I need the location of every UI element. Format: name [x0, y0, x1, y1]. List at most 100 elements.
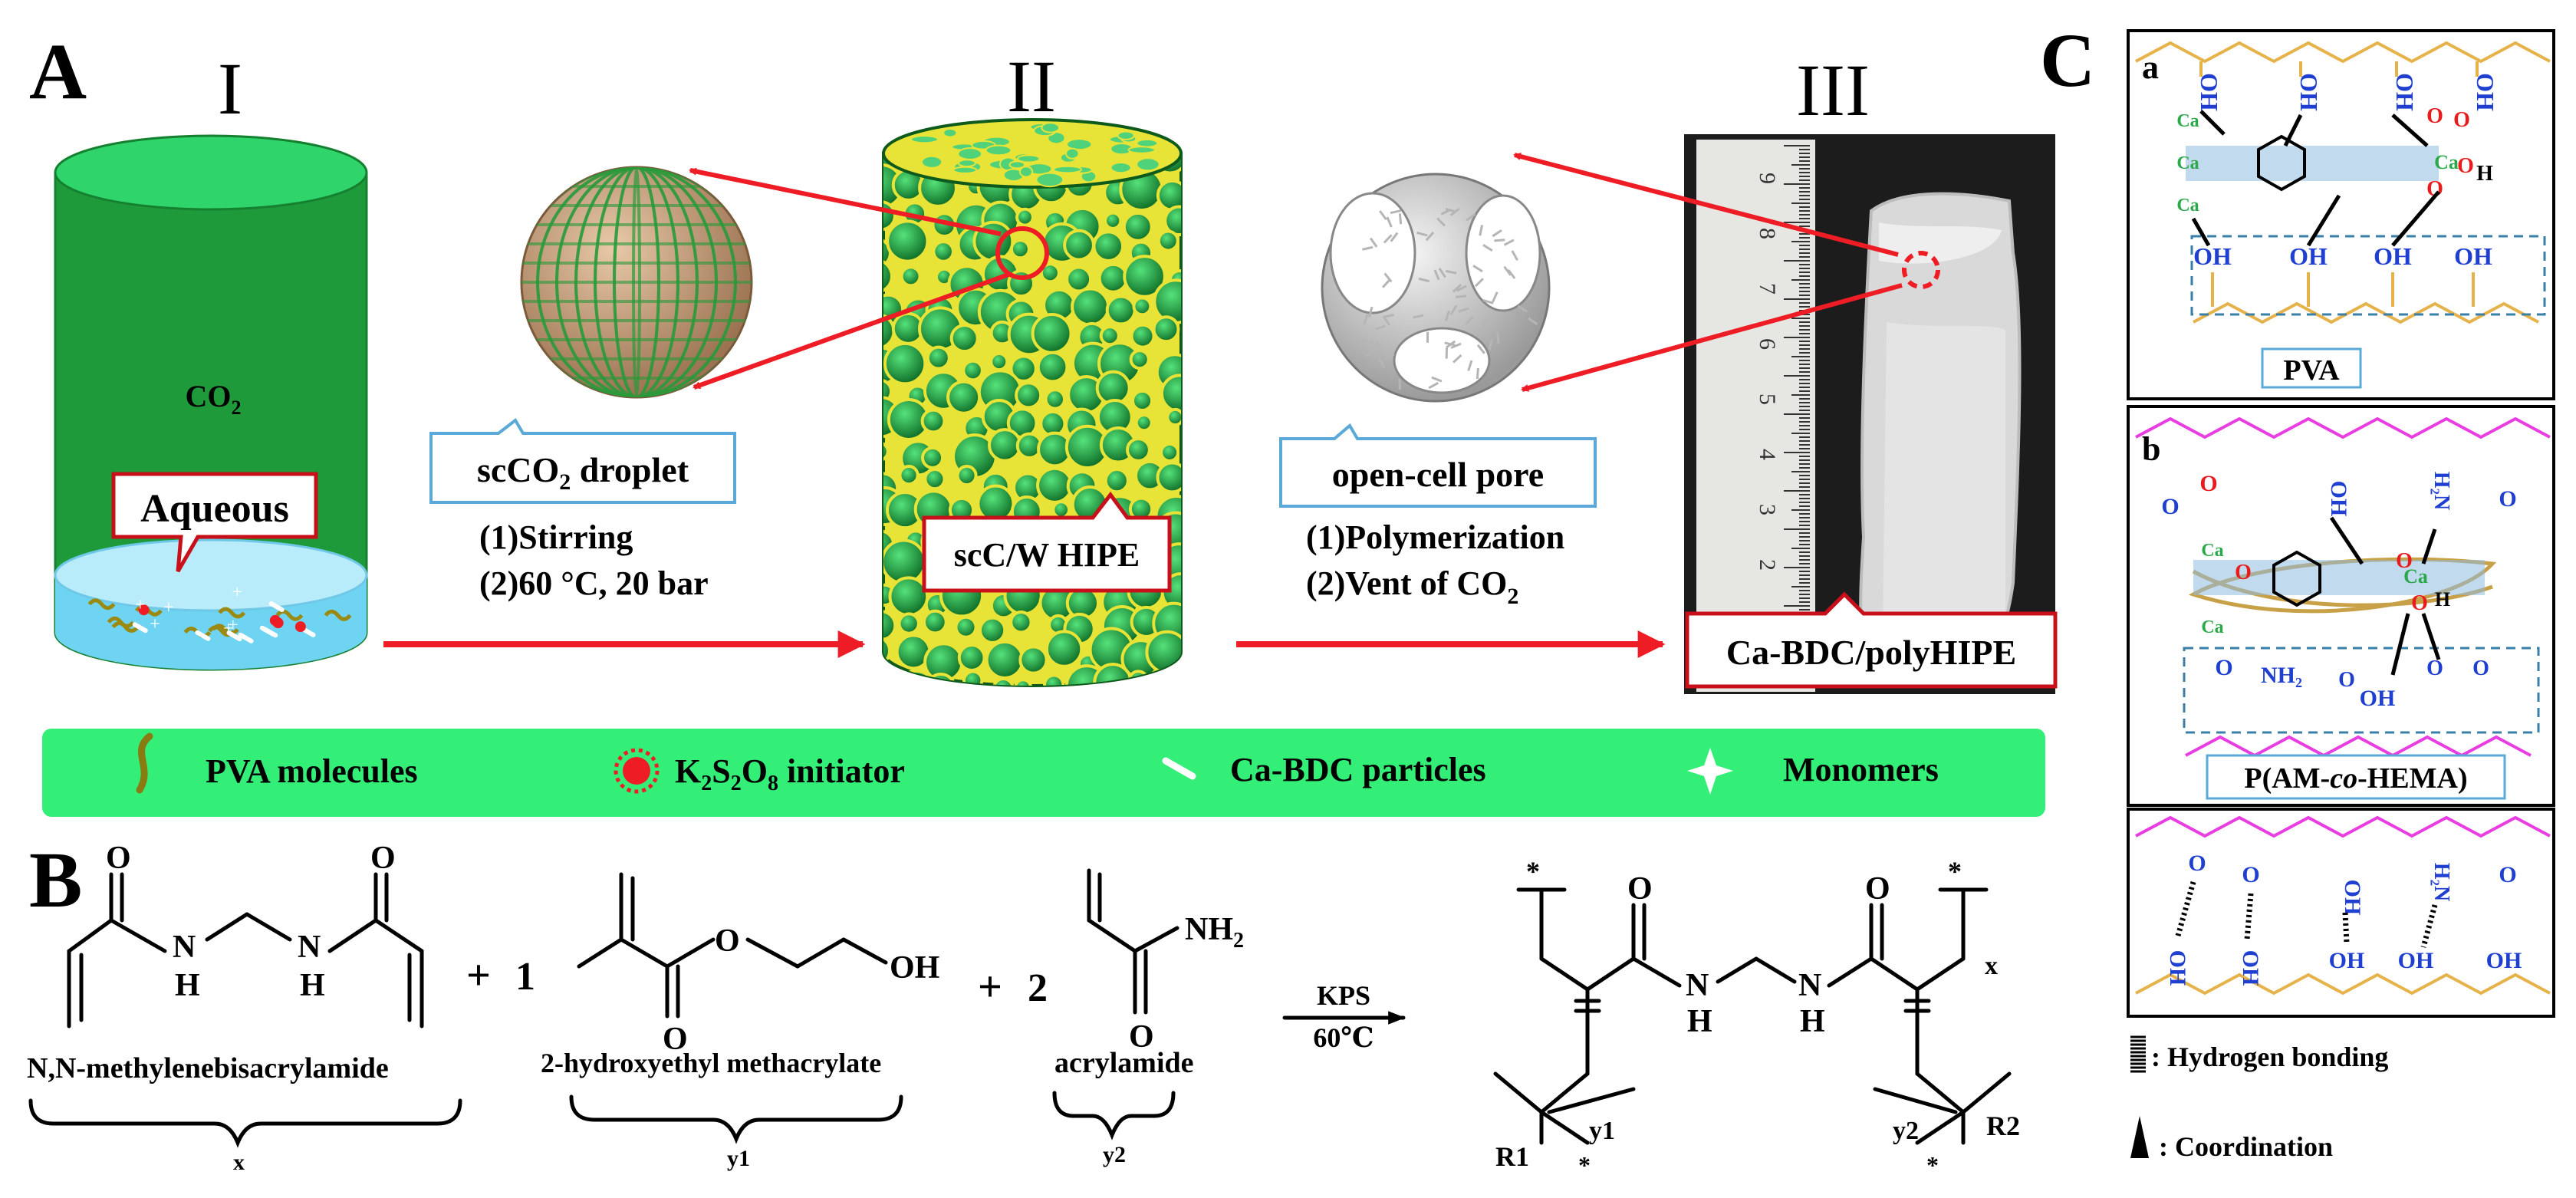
svg-text:O: O [663, 1022, 688, 1057]
hipe-label: scC/W HIPE [954, 536, 1140, 574]
am-name: acrylamide [1054, 1047, 1194, 1079]
svg-text:H: H [1687, 1004, 1712, 1039]
legend-pva: PVA molecules [206, 752, 418, 790]
pore-callout: open-cell pore [1279, 423, 1597, 508]
hema-name: 2-hydroxyethyl methacrylate [541, 1048, 881, 1078]
svg-text:O: O [2396, 549, 2413, 573]
svg-text:H: H [1800, 1004, 1825, 1039]
reagent-label: KPS [1317, 980, 1370, 1011]
legend-monomers: Monomers [1783, 751, 1939, 788]
svg-text:O: O [370, 841, 396, 876]
panel-a-label: A [29, 28, 87, 116]
svg-text:OH: OH [2391, 73, 2419, 111]
product-photo: 987654321 [1684, 134, 2055, 694]
svg-text:OH: OH [2360, 686, 2396, 711]
pore-surface-texture [1357, 207, 1538, 390]
open-cell-pore-sphere [1321, 173, 1551, 403]
hbond-legend-icon [2130, 1035, 2146, 1073]
svg-text:O: O [2472, 657, 2489, 680]
svg-text:OH: OH [2238, 950, 2263, 986]
coef-am: 2 [1028, 966, 1048, 1010]
stage-label-1: I [218, 48, 242, 130]
svg-text:*: * [1578, 1151, 1591, 1179]
svg-text:N: N [298, 930, 321, 965]
svg-text:+: + [466, 952, 491, 999]
scheme-bonds [28, 868, 2012, 1148]
svg-text:NH2: NH2 [1185, 912, 1244, 953]
ruler-number: 6 [1755, 338, 1780, 350]
aqueous-label: Aqueous [140, 487, 289, 531]
svg-text:H: H [2435, 588, 2450, 611]
svg-text:O: O [2499, 862, 2516, 887]
svg-text:y1: y1 [1589, 1117, 1615, 1145]
svg-text:O: O [2235, 561, 2252, 584]
svg-text:OH: OH [2326, 481, 2351, 517]
svg-text:OH: OH [890, 950, 939, 986]
svg-text:O: O [2242, 862, 2259, 887]
svg-text:NH₂: NH₂ [2261, 663, 2302, 688]
svg-text:Ca: Ca [2176, 153, 2199, 173]
svg-text:Ca: Ca [2403, 565, 2428, 587]
svg-text:Ca: Ca [2176, 111, 2199, 131]
panel-c-label: C [2040, 18, 2095, 103]
svg-text:+: + [228, 616, 239, 636]
particle-icon [1162, 757, 1196, 780]
svg-text:O: O [1129, 1019, 1154, 1055]
ruler-number: 2 [1755, 559, 1780, 571]
svg-text:N: N [1686, 968, 1709, 1003]
svg-text:OH: OH [2398, 948, 2434, 973]
step1-line-1: (1)Stirring [479, 518, 633, 556]
ruler-number: 4 [1755, 449, 1780, 460]
ruler-number: 8 [1755, 228, 1780, 239]
svg-text:H₂N: H₂N [2430, 472, 2453, 510]
hipe-top-bubbles [910, 122, 1160, 188]
pva-label: PVA [2283, 354, 2340, 387]
product-callout: Ca-BDC/polyHIPE [1685, 591, 2058, 689]
droplet-callout: scCO2 droplet [429, 418, 736, 504]
coordination-legend-label: : Coordination [2159, 1131, 2333, 1162]
legend-particles: Ca-BDC particles [1230, 751, 1486, 788]
svg-text:O: O [2426, 657, 2443, 680]
zoom-arrows [689, 153, 1903, 392]
aqueous-particles: ++++++ [87, 583, 352, 643]
svg-text:H: H [300, 968, 325, 1003]
ruler: 987654321 [1755, 145, 1810, 683]
ruler-number: 9 [1755, 173, 1780, 184]
svg-text:+: + [150, 614, 160, 634]
mba-name: N,N-methylenebisacrylamide [27, 1052, 389, 1084]
svg-text:y1: y1 [727, 1146, 750, 1171]
svg-text:O: O [1627, 871, 1653, 907]
svg-text:+: + [978, 963, 1002, 1011]
svg-text:x: x [1985, 952, 1998, 980]
monomer-icon [1687, 748, 1733, 795]
svg-text:OH: OH [2193, 242, 2232, 270]
svg-text:y2: y2 [1893, 1117, 1919, 1145]
svg-text:Ca: Ca [2176, 196, 2199, 216]
svg-text:R2: R2 [1986, 1111, 2020, 1141]
svg-text:O: O [2188, 851, 2206, 876]
svg-text:OH: OH [2454, 242, 2492, 270]
svg-text:O: O [2426, 177, 2443, 201]
coordination-legend-icon [2130, 1116, 2149, 1158]
svg-text:OH: OH [2340, 880, 2365, 916]
svg-text:O: O [2161, 494, 2179, 519]
svg-text:*: * [1926, 1151, 1939, 1179]
svg-text:O: O [106, 841, 131, 876]
hipe-callout: scC/W HIPE [922, 491, 1172, 593]
coef-hema: 1 [515, 955, 535, 999]
step2-line-1: (1)Polymerization [1306, 518, 1564, 556]
svg-text:OH: OH [2329, 948, 2365, 973]
svg-text:Ca: Ca [2434, 151, 2459, 173]
svg-text:OH: OH [2472, 73, 2499, 111]
pva-molecule-icon [136, 732, 153, 794]
svg-text:+: + [223, 619, 234, 639]
svg-text:O: O [1865, 871, 1890, 907]
svg-text:O: O [2411, 591, 2428, 615]
svg-text:O: O [715, 923, 740, 959]
svg-text:H: H [175, 968, 200, 1003]
